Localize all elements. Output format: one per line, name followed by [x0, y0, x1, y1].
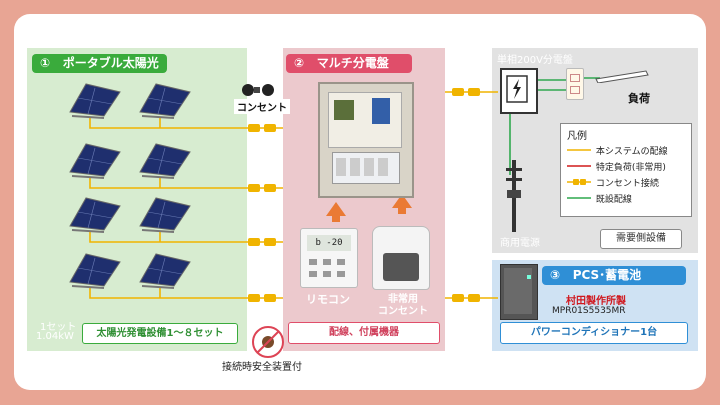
pcs-section-num: ③	[550, 268, 561, 282]
solar-panel-1	[64, 82, 122, 120]
solar-panel-4	[134, 142, 192, 180]
pcs-caption: パワーコンディショナー1台	[500, 322, 688, 344]
pcs-section-title: PCS･蓄電池	[572, 268, 642, 282]
solar-panel-2	[134, 82, 192, 120]
grid-panel-label: 単相200V分電盤	[497, 55, 573, 66]
utility-label: 商用電源	[500, 238, 540, 249]
pcs-section-tag: ③ PCS･蓄電池	[542, 266, 686, 285]
load-label: 負荷	[628, 92, 650, 105]
solar-panel-3	[64, 142, 122, 180]
legend-label: 特定負荷(非常用)	[595, 163, 666, 173]
solar-panel-icon	[69, 143, 121, 179]
solar-panel-icon	[139, 143, 191, 179]
distribution-board-image	[318, 82, 414, 198]
legend-swatch	[567, 149, 591, 151]
solar-panel-6	[134, 196, 192, 234]
wire-solar-7	[89, 288, 250, 299]
pcs-model: MPR01S5535MR	[552, 306, 626, 316]
solar-set-line2: 1.04kW	[36, 331, 74, 342]
grid-distribution-panel	[500, 68, 538, 114]
remote-controller-image: b -20	[300, 228, 358, 288]
legend-item-existing-wiring: 既設配線	[567, 192, 632, 205]
lightning-icon	[506, 75, 528, 103]
solar-section-tag: ① ポータブル太陽光	[32, 54, 167, 73]
safety-device-icon	[252, 326, 284, 358]
pcs-maker: 村田製作所製	[566, 296, 626, 307]
demand-side-caption-text: 需要側設備	[616, 233, 666, 244]
distribution-section-title: マルチ分電盤	[316, 56, 389, 70]
light-fixture-icon	[594, 68, 650, 84]
solar-caption: 太陽光発電設備1～８セット	[82, 323, 238, 344]
emergency-label-line2: コンセント	[378, 306, 428, 317]
distribution-section-tag: ② マルチ分電盤	[286, 54, 412, 73]
wire-solar-1	[89, 118, 250, 129]
solar-panel-8	[134, 252, 192, 290]
solar-panel-icon	[139, 253, 191, 289]
remote-display: b -20	[307, 235, 351, 251]
pcs-battery-image	[500, 264, 538, 320]
legend-item-system-wiring: 本システムの配線	[567, 144, 668, 157]
solar-panel-icon	[139, 83, 191, 119]
solar-caption-text: 太陽光発電設備1～８セット	[96, 328, 224, 339]
distribution-caption-text: 配線、付属機器	[329, 327, 399, 338]
pcs-caption-text: パワーコンディショナー1台	[530, 327, 658, 338]
wire-solar-3	[89, 178, 250, 189]
safety-label: 接続時安全装置付	[222, 362, 302, 373]
utility-pole-icon	[504, 160, 524, 232]
connector-icon	[238, 82, 278, 98]
legend-plug-swatch	[567, 179, 591, 185]
solar-section-num: ①	[40, 56, 51, 70]
solar-panel-icon	[139, 197, 191, 233]
solar-panel-7	[64, 252, 122, 290]
legend-swatch	[567, 197, 591, 199]
legend-label: コンセント接続	[595, 179, 659, 189]
solar-panel-icon	[69, 253, 121, 289]
emergency-label-line1: 非常用	[388, 294, 418, 305]
solar-panel-5	[64, 196, 122, 234]
demand-side-caption: 需要側設備	[600, 229, 682, 249]
legend-title: 凡例	[567, 131, 587, 142]
legend-label: 本システムの配線	[595, 147, 668, 157]
outlet-label: コンセント	[234, 99, 290, 114]
legend-item-specific-load: 特定負荷(非常用)	[567, 160, 666, 173]
legend-box: 凡例 本システムの配線 特定負荷(非常用) コンセント接続 既設配線	[560, 123, 692, 217]
distribution-caption: 配線、付属機器	[288, 322, 440, 344]
legend-label: 既設配線	[595, 195, 632, 205]
remote-label: リモコン	[306, 293, 350, 306]
solar-section-bg	[27, 48, 247, 351]
solar-panel-icon	[69, 83, 121, 119]
wall-outlet-icon	[566, 68, 584, 100]
emergency-outlet-image	[372, 226, 430, 290]
legend-item-outlet-connection: コンセント接続	[567, 176, 659, 189]
wire-solar-5	[89, 232, 250, 243]
solar-panel-icon	[69, 197, 121, 233]
legend-swatch	[567, 165, 591, 167]
solar-set-line1: 1セット	[40, 322, 77, 333]
distribution-section-num: ②	[294, 56, 305, 70]
solar-section-title: ポータブル太陽光	[62, 56, 159, 70]
